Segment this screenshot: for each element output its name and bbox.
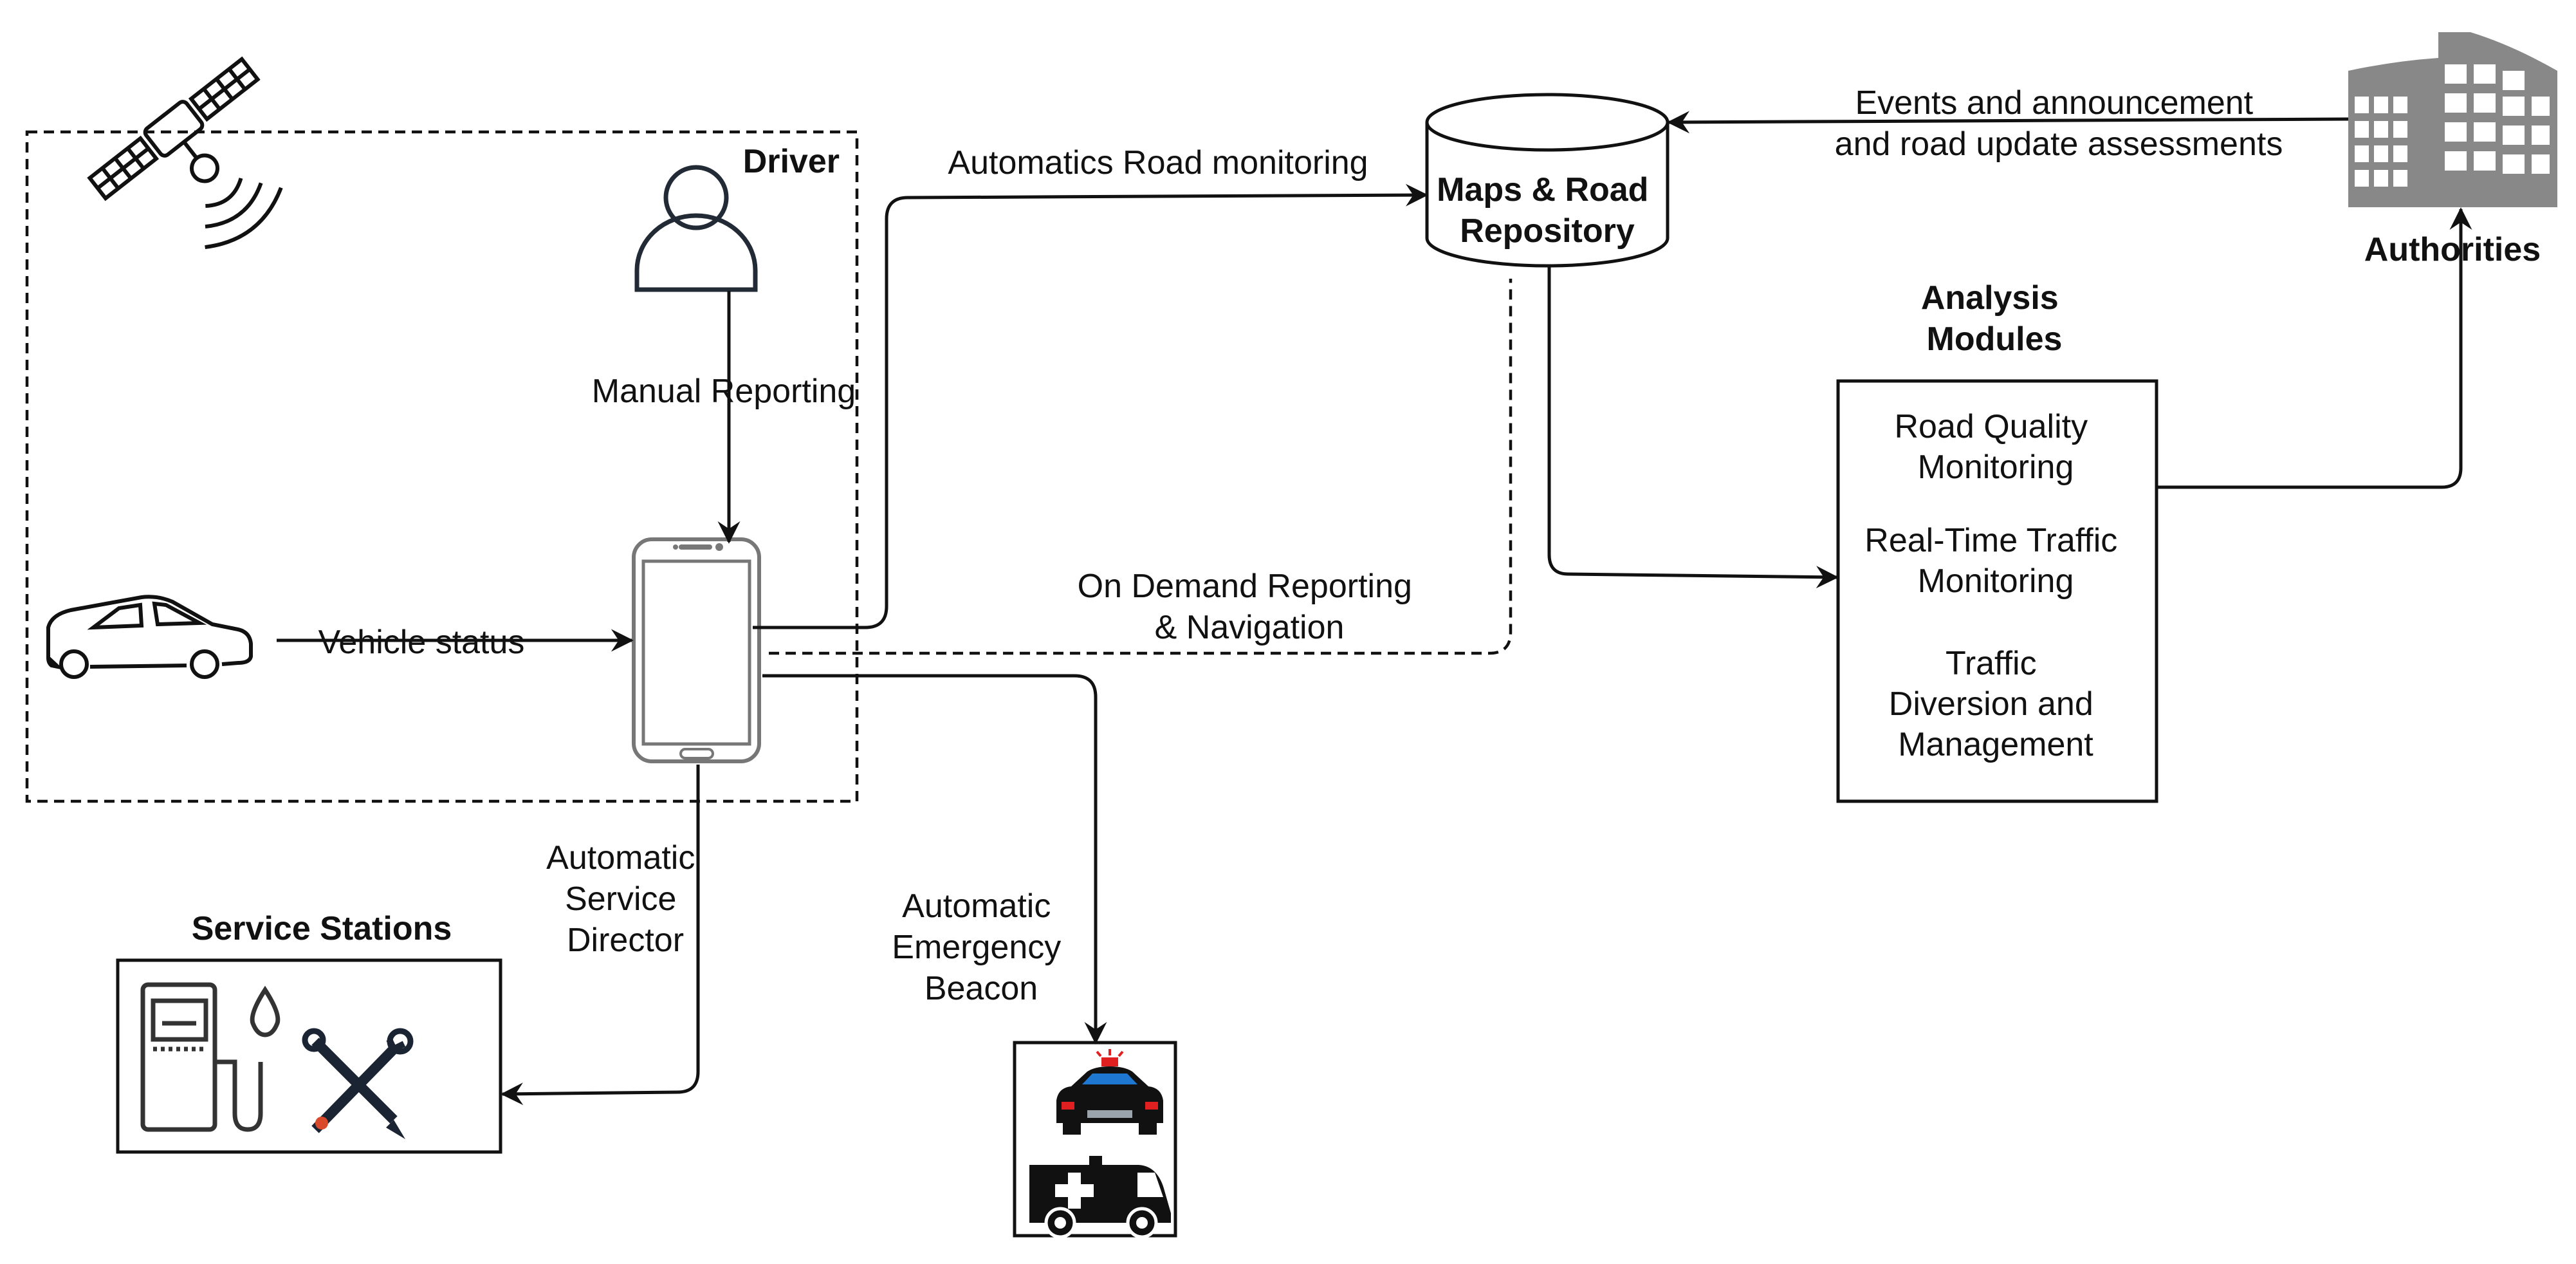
label-emergency-beacon: Automatic Emergency Beacon: [892, 888, 1070, 1007]
satellite-icon: [87, 56, 283, 250]
smartphone-icon: [632, 537, 761, 763]
ambulance-icon: [1029, 1156, 1171, 1239]
analysis-modules-box[interactable]: [1836, 379, 2158, 803]
service-stations-label: Service Stations: [192, 910, 452, 947]
authorities-label: Authorities: [2364, 231, 2541, 268]
label-emergency-beacon-line-1: Automatic: [902, 888, 1051, 925]
edge-on-demand-reporting: [769, 279, 1513, 655]
driver-label: Driver: [743, 143, 840, 180]
car-icon: [46, 595, 253, 679]
edge-analysis-to-authorities: [2157, 207, 2472, 489]
driver-boundary: [25, 130, 859, 803]
wrench-screwdriver-icon: [302, 1028, 414, 1139]
label-service-director: Automatic Service Director: [546, 839, 704, 959]
module-traffic-diversion-line-2: Diversion and: [1889, 685, 2093, 723]
module-traffic-diversion-line-1: Traffic: [1946, 645, 2037, 682]
database-icon: [1425, 122, 1670, 268]
module-real-time-traffic-line-1: Real-Time Traffic: [1864, 522, 2117, 559]
label-service-director-line-3: Director: [567, 922, 684, 959]
maps-road-repository[interactable]: Maps & Road Repository: [1425, 93, 1670, 268]
label-emergency-beacon-line-3: Beacon: [925, 970, 1038, 1007]
module-road-quality: Road Quality Monitoring: [1894, 408, 2097, 486]
edge-events-announcement: [1667, 111, 2349, 134]
label-vehicle-status: Vehicle status: [318, 624, 525, 661]
label-on-demand-reporting: On Demand Reporting & Navigation: [1078, 568, 1422, 646]
module-road-quality-line-1: Road Quality: [1894, 408, 2088, 445]
maps-repository-line-2: Repository: [1460, 212, 1635, 250]
label-events-line-1: Events and announcement: [1855, 84, 2253, 122]
edge-repository-to-analysis: [1547, 267, 1839, 589]
maps-repository-label: Maps & Road Repository: [1437, 171, 1658, 250]
module-traffic-diversion-line-3: Management: [1898, 726, 2093, 763]
label-on-demand-line-1: On Demand Reporting: [1078, 568, 1412, 605]
label-on-demand-line-2: & Navigation: [1155, 609, 1345, 646]
module-real-time-traffic-line-2: Monitoring: [1918, 562, 2074, 600]
label-events-announcement: Events and announcement and road update …: [1835, 84, 2283, 163]
analysis-title-line-2: Modules: [1927, 321, 2063, 358]
service-stations-box[interactable]: [116, 958, 502, 1154]
label-manual-reporting: Manual Reporting: [592, 373, 856, 410]
police-car-icon: [1056, 1049, 1163, 1135]
module-real-time-traffic: Real-Time Traffic Monitoring: [1864, 522, 2126, 600]
analysis-modules-title: Analysis Modules: [1921, 279, 2068, 358]
module-road-quality-line-2: Monitoring: [1918, 449, 2074, 486]
fuel-pump-icon: [140, 982, 281, 1132]
maps-repository-line-1: Maps & Road: [1437, 171, 1648, 209]
label-events-line-2: and road update assessments: [1835, 125, 2283, 163]
person-icon: [634, 165, 758, 292]
label-automatic-road-monitoring: Automatics Road monitoring: [948, 144, 1368, 181]
edge-automatic-road-monitoring: [753, 183, 1428, 629]
edge-service-director: [501, 765, 700, 1106]
label-emergency-beacon-line-2: Emergency: [892, 929, 1061, 966]
edge-emergency-beacon: [762, 674, 1107, 1045]
label-service-director-line-1: Automatic: [546, 839, 695, 877]
module-traffic-diversion: Traffic Diversion and Management: [1889, 645, 2102, 763]
building-icon: [2348, 32, 2557, 207]
analysis-title-line-1: Analysis: [1921, 279, 2059, 317]
label-service-director-line-2: Service: [565, 880, 676, 918]
